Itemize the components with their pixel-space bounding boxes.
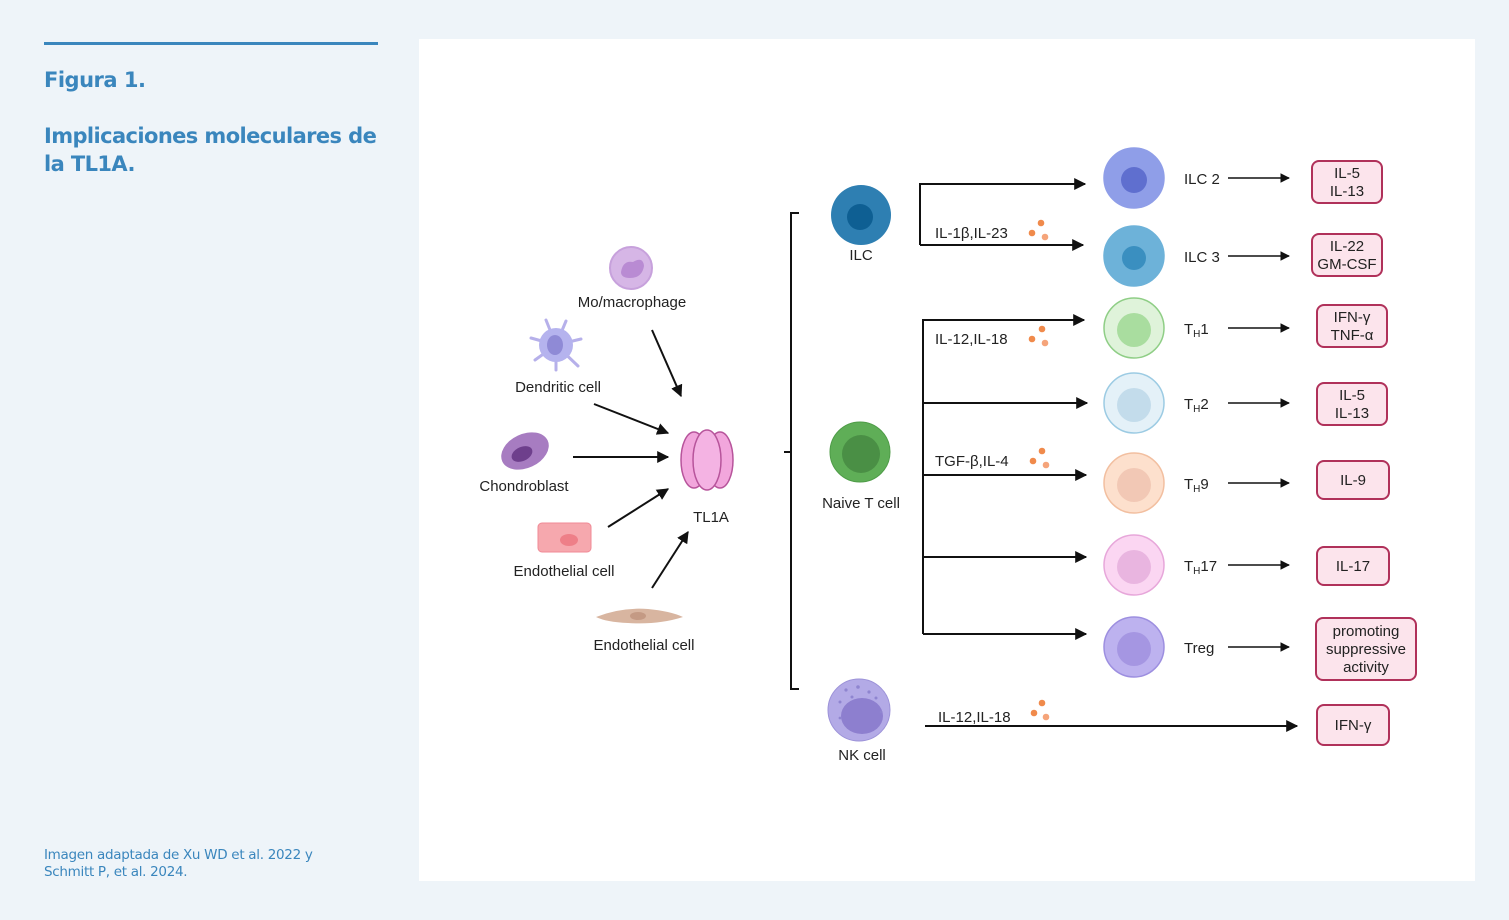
endothelial-cell-label-2: Endothelial cell (594, 637, 695, 654)
arrow-macrophage (651, 329, 683, 398)
naive-t-cell-label: Naive T cell (822, 495, 900, 512)
subset-row-th17: TH17 IL-17 (1103, 534, 1390, 596)
treg-output-text: suppressive (1326, 641, 1406, 658)
th2-cell-icon (1103, 372, 1165, 434)
nk-cell-icon (827, 678, 891, 742)
source-line-1: Imagen adaptada de Xu WD et al. 2022 y (44, 847, 313, 863)
sidebar-divider (44, 42, 378, 45)
target-bracket (784, 212, 799, 690)
th2-output-text: IL-13 (1335, 405, 1369, 422)
endothelial-cell-spindle-icon (596, 608, 683, 624)
cytokine-dots-icon (1029, 447, 1050, 469)
arrow-endothelial-2 (651, 530, 689, 589)
subset-row-ilc2: ILC 2 IL-5IL-13 (1103, 147, 1383, 209)
ilc-cell-icon (831, 185, 891, 245)
ilc3-label: ILC 3 (1184, 249, 1220, 266)
nk-output-box: IFN-γ (1316, 704, 1390, 746)
th17-output-box: IL-17 (1316, 546, 1390, 586)
arrow-th1 (922, 314, 1086, 634)
ilc3-output-text: IL-22 (1330, 238, 1364, 255)
macrophage-cell-icon (609, 246, 653, 290)
nk-output-text: IFN-γ (1335, 717, 1372, 734)
macrophage-label: Mo/macrophage (578, 294, 686, 311)
th9-cell-icon (1103, 452, 1165, 514)
diagram-panel: Mo/macrophage Dendritic cell Chondroblas… (419, 39, 1475, 881)
ilc-label: ILC (849, 247, 873, 264)
t-cell-branch-arrows (922, 314, 1089, 640)
source-arrows (573, 329, 689, 589)
tl1a-label: TL1A (693, 509, 729, 526)
ilc2-output-text: IL-5 (1334, 165, 1360, 182)
arrow-endothelial-1 (607, 488, 670, 528)
ilc2-output-text: IL-13 (1330, 183, 1364, 200)
th2-label: TH2 (1184, 396, 1209, 415)
ilc2-label: ILC 2 (1184, 171, 1220, 188)
ilc3-output-text: GM-CSF (1317, 256, 1376, 273)
ilc2-cell-icon (1103, 147, 1165, 209)
th17-cell-icon (1103, 534, 1165, 596)
th1-output-text: TNF-α (1331, 327, 1374, 344)
chondroblast-cell-icon (501, 432, 549, 470)
figure-label: Figura 1. (44, 68, 146, 92)
arrow-ilc2 (919, 178, 1087, 245)
dendritic-cell-label: Dendritic cell (515, 379, 601, 396)
ilc3-cell-icon (1103, 225, 1165, 287)
th2-output-text: IL-5 (1339, 387, 1365, 404)
th9-output-text: IL-9 (1340, 472, 1366, 489)
figure-title: Implicaciones moleculares de la TL1A. (44, 124, 377, 176)
chondroblast-label: Chondroblast (479, 478, 569, 495)
treg-output-text: promoting (1333, 623, 1400, 640)
cytokine-dots-icon (1028, 219, 1049, 241)
nk-cell-label: NK cell (838, 747, 886, 764)
th1-output-text: IFN-γ (1334, 309, 1371, 326)
th9-label: TH9 (1184, 476, 1209, 495)
treg-cell-icon (1103, 616, 1165, 678)
subset-row-th9: TH9 IL-9 (1103, 452, 1390, 514)
th2-output-box: IL-5IL-13 (1316, 382, 1388, 426)
endothelial-cell-label-1: Endothelial cell (514, 563, 615, 580)
cytokine-dots-icon (1028, 325, 1049, 347)
figure-source: Imagen adaptada de Xu WD et al. 2022 y S… (44, 847, 384, 881)
endothelial-cell-icon (537, 522, 592, 553)
naive-t-cell-icon (829, 421, 891, 483)
th17-output-text: IL-17 (1336, 558, 1370, 575)
th1-signal-label: IL-12,IL-18 (935, 331, 1008, 348)
ilc3-signal-label: IL-1β,IL-23 (935, 225, 1008, 242)
source-line-2: Schmitt P, et al. 2024. (44, 864, 188, 880)
ilc-branch-arrows (919, 178, 1087, 251)
cytokine-dots-icon (1030, 699, 1050, 721)
th9-signal-label: TGF-β,IL-4 (935, 453, 1009, 470)
th1-cell-icon (1103, 297, 1165, 359)
treg-label: Treg (1184, 640, 1214, 657)
arrow-dendritic (593, 403, 670, 435)
dendritic-cell-icon (529, 318, 583, 372)
tl1a-diagram: Mo/macrophage Dendritic cell Chondroblas… (479, 147, 1417, 764)
th1-label: TH1 (1184, 321, 1209, 340)
tl1a-trimer-icon (680, 429, 734, 491)
subset-row-th2: TH2 IL-5IL-13 (1103, 372, 1388, 434)
ilc2-output-box: IL-5IL-13 (1311, 160, 1383, 204)
nk-signal-label: IL-12,IL-18 (938, 709, 1011, 726)
treg-output-text: activity (1343, 659, 1389, 676)
th9-output-box: IL-9 (1316, 460, 1390, 500)
th17-label: TH17 (1184, 558, 1217, 577)
